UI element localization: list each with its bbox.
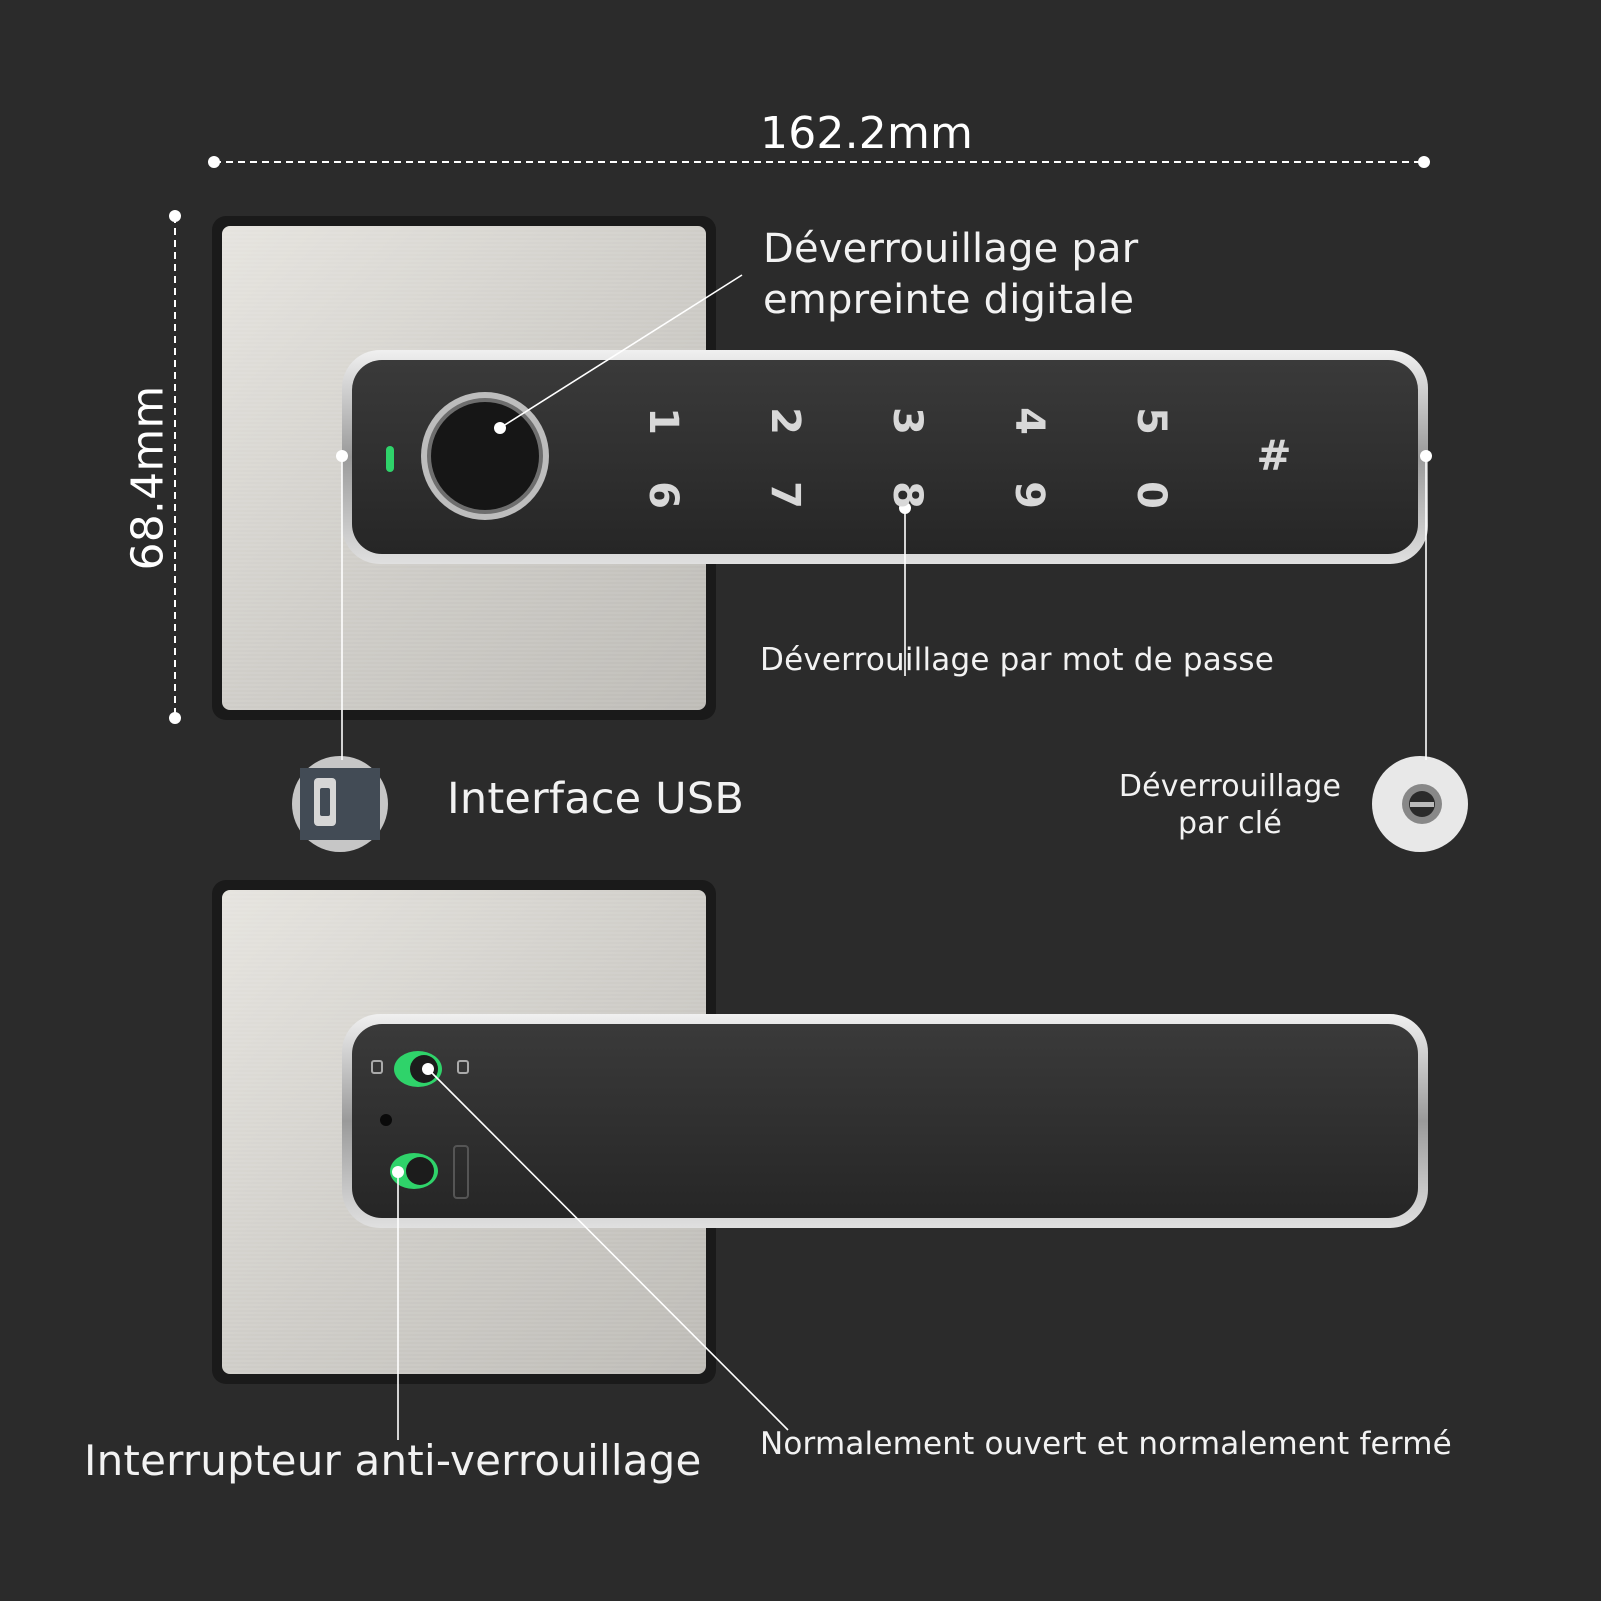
keypad-key-8: 8	[884, 481, 930, 509]
anti-lock-leader	[392, 1166, 404, 1440]
key-leader	[1420, 450, 1432, 760]
keypad-key-9: 9	[1006, 481, 1052, 509]
status-led	[386, 446, 394, 472]
keypad-key-6: 6	[640, 481, 686, 509]
password-leader	[899, 502, 911, 676]
keypad-key-2: 2	[762, 407, 808, 435]
keypad-hash-key: #	[1256, 431, 1292, 480]
anti-lock-switch-bottom	[390, 1145, 469, 1199]
key-callout-line1: Déverrouillage	[1118, 769, 1342, 804]
usb-callout: Interface USB	[447, 774, 745, 824]
fingerprint-leader	[494, 274, 743, 434]
fingerprint-sensor	[421, 392, 549, 520]
fingerprint-callout-line1: Déverrouillage par	[763, 226, 1139, 272]
back-handle	[342, 1014, 1428, 1228]
keypad-key-0: 0	[1128, 481, 1174, 509]
fingerprint-callout: Déverrouillage par empreinte digitale	[763, 224, 1138, 326]
password-callout: Déverrouillage par mot de passe	[760, 642, 1274, 678]
key-cylinder-inset	[1372, 756, 1468, 852]
width-dimension-line	[208, 156, 1430, 168]
keypad-key-5: 5	[1128, 407, 1174, 435]
keypad-key-1: 1	[640, 407, 686, 435]
front-handle	[342, 350, 1428, 564]
height-dimension-line	[169, 210, 181, 724]
fingerprint-callout-line2: empreinte digitale	[763, 277, 1135, 323]
usb-port-inset	[292, 756, 388, 852]
reset-hole	[380, 1114, 392, 1126]
key-callout: Déverrouillage par clé	[1110, 768, 1350, 842]
anti-lock-switch-callout: Interrupteur anti-verrouillage	[84, 1436, 702, 1485]
keypad-key-7: 7	[762, 481, 808, 509]
height-dimension-label: 68.4mm	[122, 385, 174, 571]
width-dimension-label: 162.2mm	[760, 108, 974, 159]
no-nc-leader	[422, 1063, 789, 1431]
keypad-key-3: 3	[884, 407, 930, 435]
usb-leader	[336, 450, 348, 760]
keypad-key-4: 4	[1006, 407, 1052, 435]
no-nc-callout: Normalement ouvert et normalement fermé	[760, 1426, 1452, 1462]
key-callout-line2: par clé	[1178, 806, 1282, 841]
